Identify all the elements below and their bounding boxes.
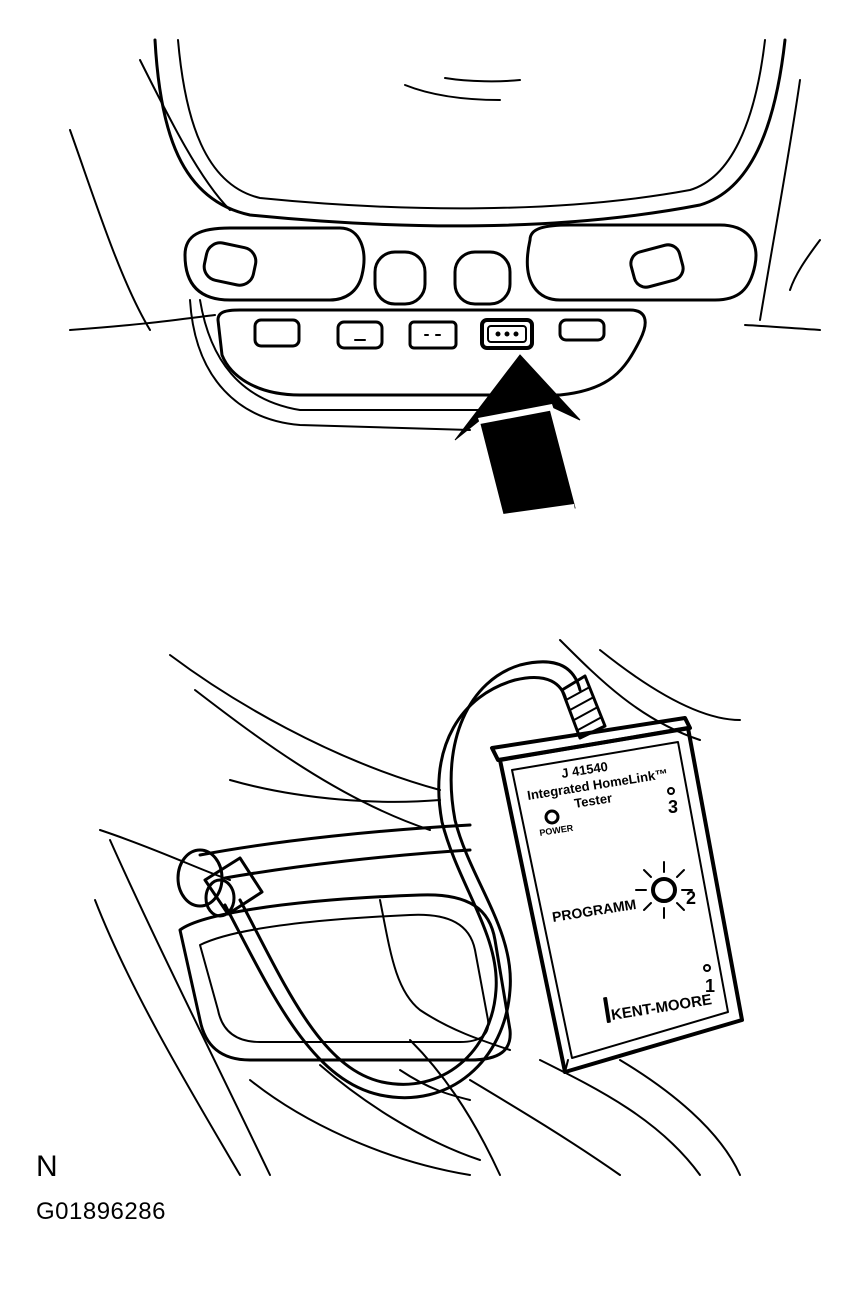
tester-model-label: J 41540 — [560, 759, 609, 781]
power-led-icon — [544, 809, 560, 825]
location-arrow-icon — [454, 354, 581, 520]
button-2-label: 2 — [686, 888, 696, 908]
tester-connection-view: J 41540 Integrated HomeLink™ Tester POWE… — [94, 639, 744, 1176]
program-label: PROGRAMM — [551, 896, 637, 925]
view-letter: N — [36, 1150, 58, 1183]
led-1-icon — [703, 964, 711, 972]
brand-label: KENT-MOORE — [610, 991, 713, 1024]
cable-strain-relief — [560, 674, 607, 740]
led-3-icon — [667, 787, 675, 795]
overhead-console-view — [69, 38, 821, 520]
button-3-label: 3 — [668, 797, 678, 817]
power-label: POWER — [539, 823, 575, 838]
homelink-tester: J 41540 Integrated HomeLink™ Tester POWE… — [490, 716, 744, 1074]
button-1-label: 1 — [705, 976, 715, 996]
figure-id: G01896286 — [36, 1198, 166, 1225]
tester-subtitle-label: Tester — [573, 790, 613, 811]
program-button-icon — [635, 861, 693, 919]
